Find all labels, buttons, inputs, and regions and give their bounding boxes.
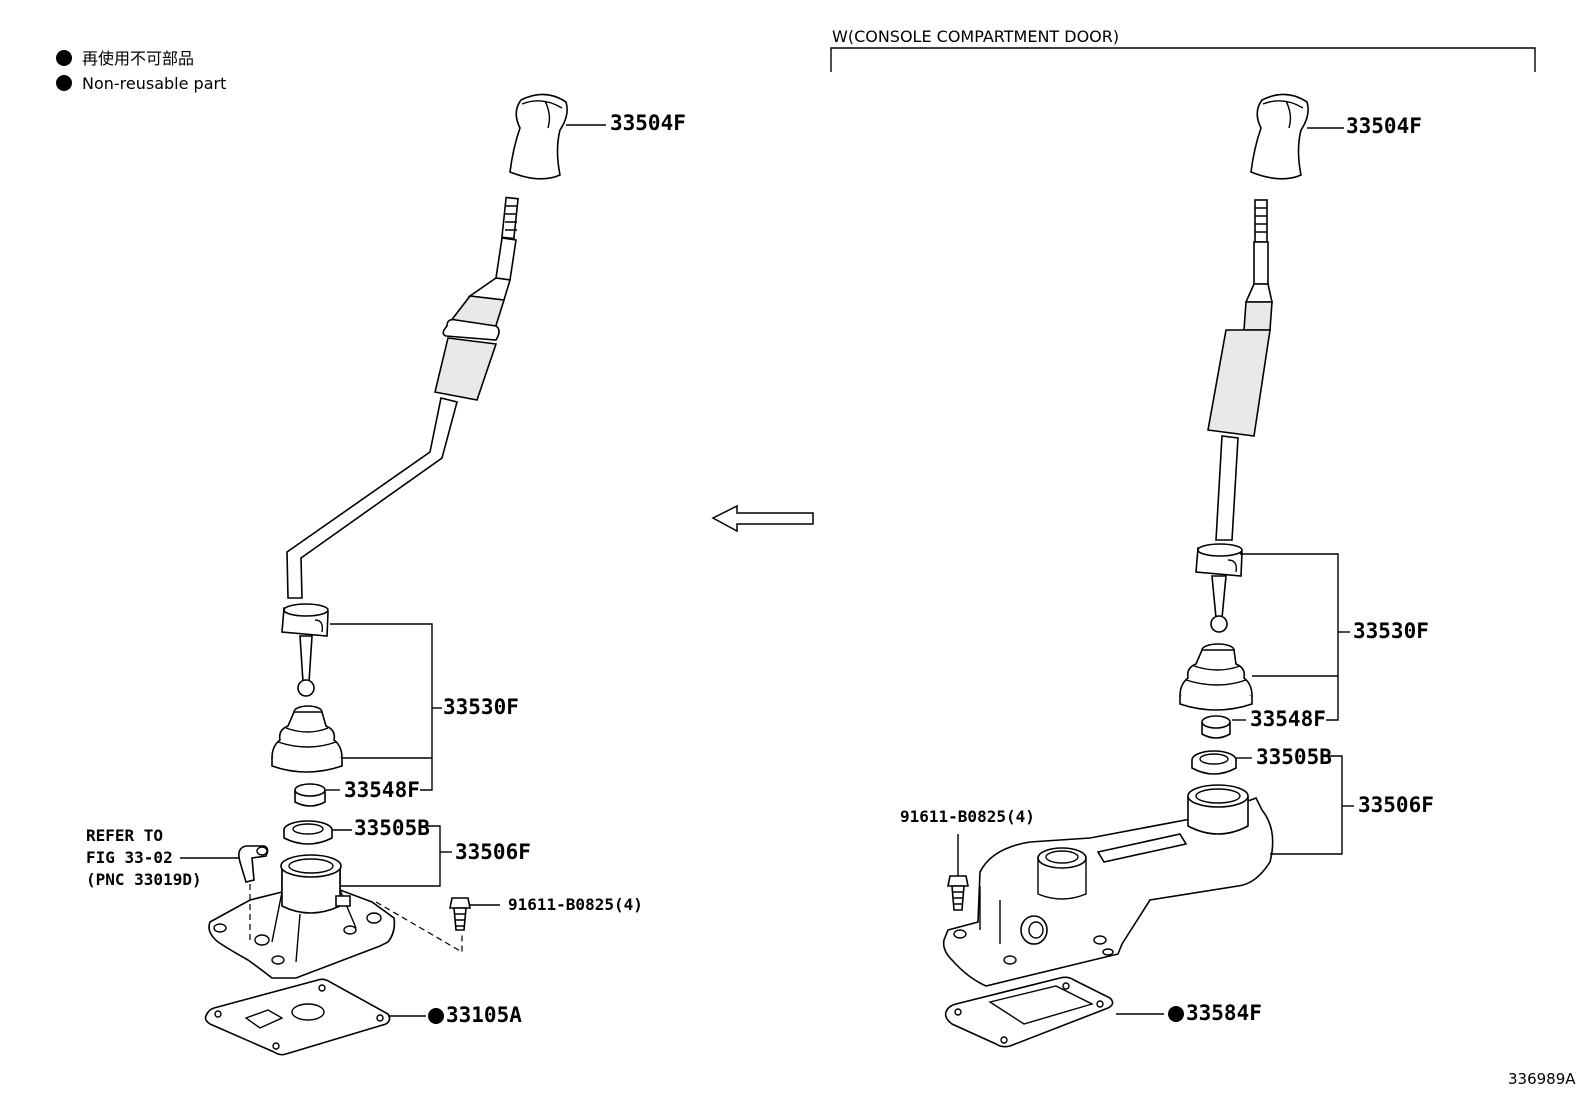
direction-arrow-icon	[711, 504, 814, 533]
retainer-right	[1201, 715, 1231, 739]
part-number-bolt-left: 91611-B0825(4)	[508, 895, 643, 914]
seal-right	[1191, 750, 1237, 775]
figure-number: 336989A	[1508, 1070, 1576, 1088]
non-reusable-marker-icon	[428, 1008, 444, 1024]
shift-boot-left	[271, 705, 343, 773]
shift-knob-left	[509, 93, 568, 180]
part-number-33530F-right: 33530F	[1353, 619, 1429, 643]
part-number-33548F-left: 33548F	[344, 778, 420, 802]
gasket-right	[944, 976, 1114, 1048]
left-assembly: 33504F	[86, 93, 686, 1056]
variant-bracket: W(CONSOLE COMPARTMENT DOOR)	[830, 27, 1536, 72]
shift-lever-left	[286, 196, 519, 599]
shift-boot-right	[1179, 643, 1253, 711]
variant-label: W(CONSOLE COMPARTMENT DOOR)	[832, 27, 1119, 46]
shift-lever-right	[1207, 199, 1273, 541]
part-number-bolt-right: 91611-B0825(4)	[900, 807, 1035, 826]
shift-housing-right	[942, 784, 1274, 987]
breather-fitting-left	[238, 845, 269, 883]
refer-line-1: REFER TO	[86, 826, 163, 845]
legend: 再使用不可部品 Non-reusable part	[56, 49, 226, 93]
non-reusable-bullet-icon	[56, 75, 72, 91]
part-number-33504F-right: 33504F	[1346, 114, 1422, 138]
part-number-33504F-left: 33504F	[610, 111, 686, 135]
refer-line-3: (PNC 33019D)	[86, 870, 202, 889]
bolt-right	[947, 875, 969, 911]
right-assembly: 33504F	[900, 93, 1434, 1048]
part-number-33584F: 33584F	[1186, 1001, 1262, 1025]
part-number-33548F-right: 33548F	[1250, 707, 1326, 731]
shift-housing-left	[208, 854, 396, 979]
non-reusable-marker-icon	[1168, 1006, 1184, 1022]
part-number-33105A: 33105A	[446, 1003, 522, 1027]
part-number-33506F-right: 33506F	[1358, 793, 1434, 817]
part-number-33505B-left: 33505B	[354, 816, 430, 840]
lever-socket-right	[1195, 543, 1243, 633]
legend-en: Non-reusable part	[82, 74, 226, 93]
part-number-33505B-right: 33505B	[1256, 745, 1332, 769]
lever-socket-left	[281, 603, 329, 697]
shift-knob-right	[1250, 93, 1309, 180]
seal-left	[283, 820, 333, 845]
bolt-left	[449, 897, 471, 931]
part-number-33506F-left: 33506F	[455, 840, 531, 864]
gasket-left	[204, 978, 391, 1056]
non-reusable-bullet-icon	[56, 50, 72, 66]
retainer-left	[294, 783, 326, 807]
refer-line-2: FIG 33-02	[86, 848, 173, 867]
part-number-33530F-left: 33530F	[443, 695, 519, 719]
legend-jp: 再使用不可部品	[82, 49, 194, 68]
